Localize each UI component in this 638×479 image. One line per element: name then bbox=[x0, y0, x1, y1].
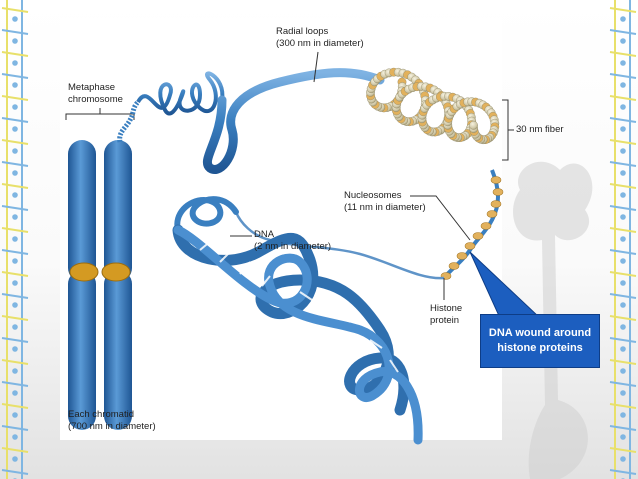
chromatid-label: Each chromatid bbox=[68, 409, 135, 420]
nucleosomes-label: Nucleosomes bbox=[344, 190, 402, 201]
chromatid-size-label: (700 nm in diameter) bbox=[68, 421, 156, 432]
centromere-left bbox=[69, 262, 99, 282]
dna-wound-callout: DNA wound around histone proteins bbox=[480, 314, 600, 368]
radial-loops-size-label: (300 nm in diameter) bbox=[276, 38, 364, 49]
dna-linker bbox=[234, 211, 445, 280]
radial-loops-label: Radial loops bbox=[276, 26, 329, 37]
right-chromatid-lower bbox=[104, 270, 132, 430]
thirty-nm-fiber-label: 30 nm fiber bbox=[516, 124, 564, 135]
thirty-nm-bracket bbox=[502, 99, 514, 161]
nucleosome-beads bbox=[440, 176, 504, 280]
right-decorative-border bbox=[609, 0, 637, 479]
metaphase-chromosome bbox=[68, 140, 132, 430]
metaphase-bracket bbox=[65, 108, 135, 120]
thirty-nm-fiber bbox=[366, 67, 500, 145]
left-decorative-border bbox=[1, 0, 29, 479]
radial-loops-leader bbox=[313, 51, 319, 83]
radial-loops-coils bbox=[136, 71, 225, 116]
radial-loops-tube bbox=[202, 68, 385, 174]
chromosome-label: chromosome bbox=[68, 94, 123, 105]
metaphase-label: Metaphase bbox=[68, 82, 116, 93]
left-chromatid bbox=[68, 140, 96, 282]
histone-label: Histone bbox=[430, 303, 463, 314]
dna-double-helix bbox=[172, 196, 423, 445]
callout-text: DNA wound around histone proteins bbox=[488, 327, 592, 354]
dna-label: DNA bbox=[254, 229, 275, 240]
dna-size-label: (2 nm in diameter) bbox=[254, 241, 332, 252]
centromere-right bbox=[101, 262, 131, 282]
chromatid-fiber bbox=[117, 100, 140, 143]
nucleosomes-leader bbox=[410, 195, 471, 241]
left-chromatid-lower bbox=[68, 270, 96, 430]
callout-pointer bbox=[469, 251, 542, 319]
right-chromatid bbox=[104, 140, 132, 282]
protein-label: protein bbox=[430, 315, 460, 326]
nucleosomes-size-label: (11 nm in diameter) bbox=[344, 202, 426, 213]
